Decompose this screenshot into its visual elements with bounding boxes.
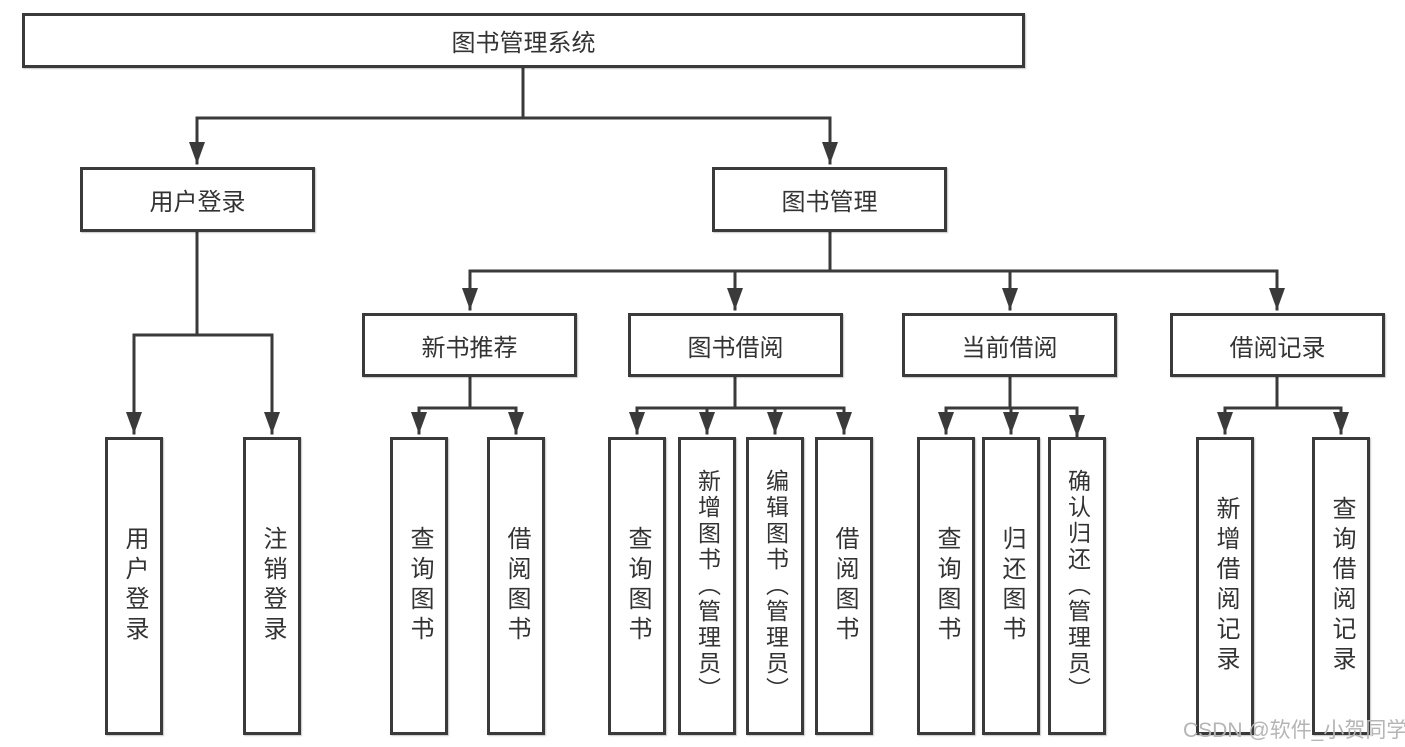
leaf-borrow-books: 借阅图书 [815, 437, 873, 735]
node-user-login: 用户登录 [80, 167, 315, 232]
node-label: 新书推荐 [421, 334, 518, 362]
leaf-borrow-books-recommend: 借阅图书 [487, 437, 545, 735]
node-new-book-recommend: 新书推荐 [362, 313, 577, 377]
node-label: 借阅图书 [503, 526, 530, 646]
node-label: 归还图书 [998, 526, 1025, 646]
node-borrow-records: 借阅记录 [1170, 313, 1385, 377]
node-label: 编辑图书（管理员） [762, 469, 789, 703]
node-book-management: 图书管理 [712, 167, 947, 232]
node-label: 借阅记录 [1229, 334, 1326, 362]
leaf-query-books-borrow: 查询图书 [608, 437, 666, 735]
leaf-add-borrow-record: 新增借阅记录 [1196, 437, 1254, 735]
node-label: 当前借阅 [961, 334, 1058, 362]
leaf-edit-book-admin: 编辑图书（管理员） [746, 437, 804, 735]
leaf-add-book-admin: 新增图书（管理员） [678, 437, 736, 735]
node-label: 用户登录 [121, 526, 148, 646]
node-label: 查询图书 [624, 526, 651, 646]
node-label: 确认归还（管理员） [1064, 469, 1091, 703]
node-current-borrow: 当前借阅 [902, 313, 1117, 377]
node-label: 注销登录 [259, 526, 286, 646]
leaf-return-books: 归还图书 [982, 437, 1040, 735]
node-book-borrow: 图书借阅 [628, 313, 843, 377]
leaf-query-books-recommend: 查询图书 [390, 437, 448, 735]
node-label: 图书管理 [781, 189, 878, 216]
node-label: 借阅图书 [831, 526, 858, 646]
node-label: 图书管理系统 [451, 30, 596, 57]
node-library-management-system: 图书管理系统 [22, 13, 1025, 68]
leaf-logout: 注销登录 [243, 437, 301, 735]
node-label: 图书借阅 [687, 334, 784, 362]
node-label: 新增图书（管理员） [694, 469, 721, 703]
node-label: 查询图书 [933, 526, 960, 646]
leaf-confirm-return-admin: 确认归还（管理员） [1048, 437, 1106, 735]
node-label: 查询图书 [406, 526, 433, 646]
csdn-watermark: CSDN @软件_小贺同学 [1183, 719, 1405, 742]
leaf-query-borrow-record: 查询借阅记录 [1312, 437, 1370, 735]
node-label: 新增借阅记录 [1212, 496, 1239, 676]
node-label: 用户登录 [149, 189, 246, 216]
node-label: 查询借阅记录 [1328, 496, 1355, 676]
leaf-user-login: 用户登录 [105, 437, 163, 735]
leaf-query-books-current: 查询图书 [917, 437, 975, 735]
